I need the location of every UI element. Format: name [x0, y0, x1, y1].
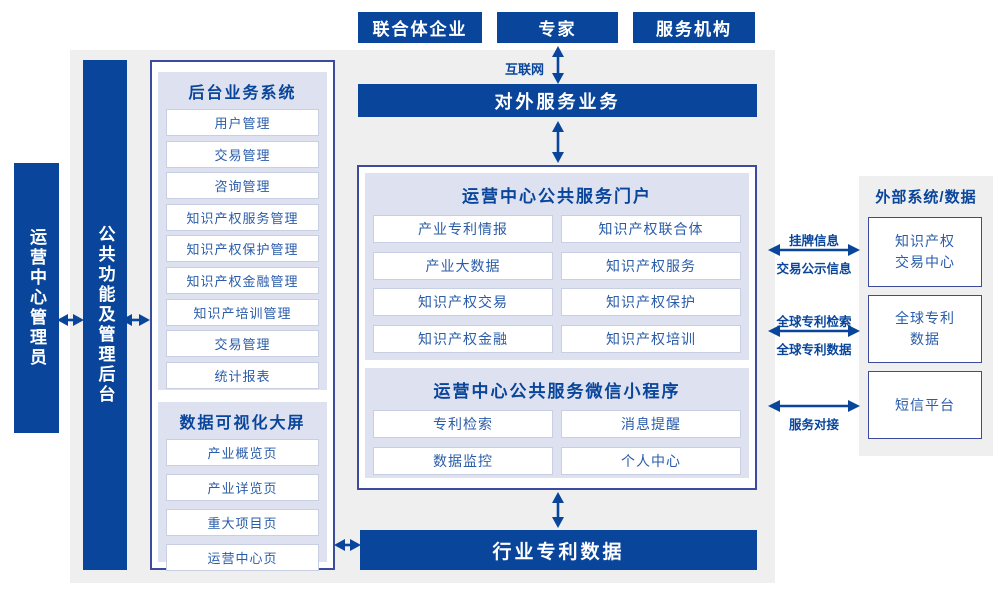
double-arrow-horizontal-icon	[768, 400, 860, 412]
external-system-label-line2: 交易中心	[895, 254, 955, 270]
external-system-sms-platform: 短信平台	[868, 371, 982, 439]
actor-consortium-enterprises: 联合体企业	[358, 12, 482, 43]
backend-item: 用户管理	[166, 109, 319, 136]
double-arrow-horizontal-icon	[768, 325, 860, 337]
internet-label: 互联网	[504, 62, 544, 77]
actor-experts: 专家	[497, 12, 618, 43]
double-arrow-vertical-icon	[552, 121, 564, 163]
double-arrow-horizontal-icon	[121, 314, 150, 326]
backend-system-panel: 后台业务系统 用户管理 交易管理 咨询管理 知识产权服务管理 知识产权保护管理 …	[158, 72, 327, 390]
dashboard-item: 重大项目页	[166, 509, 319, 536]
external-systems-title: 外部系统/数据	[875, 189, 977, 206]
backend-item: 统计报表	[166, 361, 319, 389]
portal-panel: 运营中心公共服务门户 产业专利情报 知识产权联合体 产业大数据 知识产权服务 知…	[365, 173, 749, 360]
backend-item: 交易管理	[166, 140, 319, 168]
actor-label: 服务机构	[656, 20, 732, 39]
portal-item: 知识产权金融	[373, 324, 553, 353]
double-arrow-horizontal-icon	[768, 244, 860, 256]
admin-bar: 运营中心管理员	[14, 163, 59, 433]
link-label-listing-info: 挂牌信息	[788, 234, 839, 248]
backend-system-title: 后台业务系统	[188, 85, 297, 102]
miniprogram-title: 运营中心公共服务微信小程序	[433, 382, 681, 401]
external-service-label: 对外服务业务	[494, 91, 621, 112]
dashboard-item: 产业详览页	[166, 474, 319, 501]
portal-item: 产业专利情报	[373, 215, 553, 243]
link-label-trade-publicity-info: 交易公示信息	[776, 262, 852, 276]
dashboard-title: 数据可视化大屏	[179, 415, 306, 432]
portal-item: 知识产权联合体	[561, 215, 741, 243]
external-system-label-line1: 短信平台	[895, 396, 955, 413]
external-service-bar: 对外服务业务	[358, 84, 757, 117]
miniprogram-item: 个人中心	[561, 446, 741, 475]
portal-item: 知识产权交易	[373, 288, 553, 316]
actor-label: 联合体企业	[372, 20, 468, 39]
external-system-global-patent-data: 全球专利 数据	[868, 295, 982, 363]
portal-item: 知识产权培训	[561, 324, 741, 353]
dashboard-item: 产业概览页	[166, 439, 319, 466]
miniprogram-item: 专利检索	[373, 410, 553, 438]
miniprogram-item: 消息提醒	[561, 410, 741, 438]
portal-item: 知识产权服务	[561, 251, 741, 280]
dashboard-panel: 数据可视化大屏 产业概览页 产业详览页 重大项目页 运营中心页	[158, 402, 327, 571]
external-system-label-line2: 数据	[910, 331, 940, 347]
backend-item: 知识产权金融管理	[166, 266, 319, 294]
double-arrow-horizontal-icon	[334, 539, 361, 551]
portal-item: 知识产权保护	[561, 288, 741, 316]
external-system-ip-exchange: 知识产权 交易中心	[868, 217, 982, 287]
miniprogram-grid: 专利检索 消息提醒 数据监控 个人中心	[365, 410, 749, 483]
link-label-global-patent-search: 全球专利检索	[776, 315, 852, 329]
miniprogram-panel: 运营中心公共服务微信小程序 专利检索 消息提醒 数据监控 个人中心	[365, 368, 749, 478]
industry-patent-data-label: 行业专利数据	[492, 541, 625, 563]
backend-item: 知识产权保护管理	[166, 235, 319, 263]
backend-item: 交易管理	[166, 330, 319, 358]
backend-item: 知识产培训管理	[166, 298, 319, 326]
backend-item: 咨询管理	[166, 172, 319, 200]
link-label-global-patent-data: 全球专利数据	[776, 343, 852, 357]
portal-grid: 产业专利情报 知识产权联合体 产业大数据 知识产权服务 知识产权交易 知识产权保…	[365, 215, 749, 361]
external-system-label-line1: 知识产权	[895, 233, 955, 249]
double-arrow-vertical-icon	[552, 46, 564, 84]
miniprogram-item: 数据监控	[373, 446, 553, 475]
actor-service-agencies: 服务机构	[633, 12, 755, 43]
actor-label: 专家	[538, 20, 577, 39]
industry-patent-data-bar: 行业专利数据	[360, 530, 757, 570]
backend-item: 知识产权服务管理	[166, 203, 319, 231]
dashboard-item: 运营中心页	[166, 544, 319, 571]
external-system-label-line1: 全球专利	[895, 310, 955, 326]
double-arrow-vertical-icon	[552, 492, 564, 528]
double-arrow-horizontal-icon	[57, 314, 84, 326]
link-label-service-docking: 服务对接	[788, 418, 839, 432]
portal-item: 产业大数据	[373, 251, 553, 280]
portal-title: 运营中心公共服务门户	[462, 187, 652, 206]
backend-functions-bar: 公共功能及管理后台	[83, 60, 127, 570]
